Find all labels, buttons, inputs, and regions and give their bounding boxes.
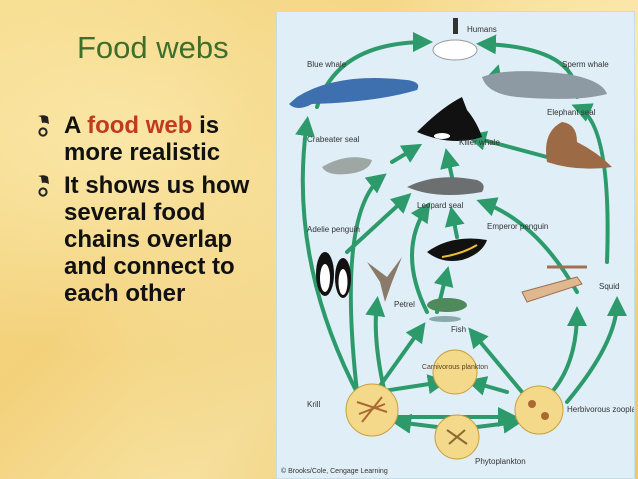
elephant-seal-icon	[546, 122, 612, 169]
label-squid: Squid	[599, 282, 619, 291]
label-leopard-seal: Leopard seal	[417, 201, 463, 210]
blue-whale-node: Blue whale	[289, 60, 419, 108]
arrow	[440, 148, 460, 179]
emperor-penguin-icon	[427, 238, 487, 261]
bullet-text-end: is more realistic	[64, 112, 221, 166]
credit-text: © Brooks/Cole, Cengage Learning	[281, 467, 388, 475]
leopard-seal-icon	[407, 177, 484, 196]
fish-node: Fish	[427, 298, 467, 334]
squid-icon	[521, 276, 583, 303]
label-emperor-penguin: Emperor penguin	[487, 222, 548, 231]
humans-node: Humans	[432, 18, 497, 61]
arrow	[466, 376, 509, 396]
arrow	[444, 206, 465, 239]
arrow	[295, 116, 364, 404]
label-carnivorous-plankton: Carnivorous plankton	[422, 364, 488, 371]
bullet-text: It shows us how several food chains over…	[64, 172, 250, 307]
petrel-icon	[367, 257, 402, 302]
emperor-penguin-node: Emperor penguin	[427, 222, 548, 261]
crabeater-seal-node: Crabeater seal	[307, 135, 372, 175]
arrow	[390, 143, 423, 164]
label-blue-whale: Blue whale	[307, 60, 347, 69]
arrow	[348, 173, 387, 394]
carnivorous-plankton-node: Carnivorous plankton	[422, 349, 488, 395]
arrow	[476, 197, 579, 294]
petrel-node: Petrel	[367, 257, 415, 309]
arrow	[466, 130, 549, 159]
arrow	[410, 202, 431, 314]
bullet-text-start: A	[64, 112, 88, 139]
carnivorous-plankton-icon	[432, 349, 478, 395]
food-web-highlight: food web	[87, 112, 193, 139]
boat-icon	[432, 39, 478, 61]
food-web-diagram: Humans Blue whale Sperm whale Elephant s…	[276, 11, 638, 479]
label-humans: Humans	[467, 25, 497, 34]
herbivorous-zooplankton-icon	[514, 385, 564, 435]
blue-whale-icon	[289, 78, 419, 108]
label-krill: Krill	[307, 400, 321, 409]
squid-node: Squid	[521, 265, 619, 303]
arrow	[345, 192, 412, 254]
label-elephant-seal: Elephant seal	[547, 108, 596, 117]
sperm-whale-node: Sperm whale	[482, 60, 609, 99]
elephant-seal-node: Elephant seal	[546, 108, 612, 169]
arrow	[468, 327, 524, 394]
arrow	[391, 413, 439, 434]
killer-whale-icon	[417, 97, 482, 141]
bullet-list: A food web is more realistic It shows us…	[36, 112, 266, 313]
slide-title: Food webs	[77, 30, 229, 65]
sperm-whale-icon	[482, 71, 607, 99]
label-adelie-penguin: Adelie penguin	[307, 225, 360, 234]
bullet-icon	[38, 175, 49, 197]
label-petrel: Petrel	[394, 300, 415, 309]
label-phytoplankton: Phytoplankton	[475, 457, 526, 466]
adelie-penguin-node: Adelie penguin	[307, 225, 360, 298]
arrow	[475, 413, 523, 434]
food-web-arrows	[295, 32, 627, 434]
bullet-item: A food web is more realistic	[36, 112, 266, 166]
fish-icon	[427, 298, 467, 312]
crabeater-seal-icon	[322, 157, 372, 175]
phytoplankton-node: Phytoplankton	[434, 414, 526, 466]
label-sperm-whale: Sperm whale	[562, 60, 609, 69]
label-herbivorous-zooplankton: Herbivorous zooplankton	[567, 405, 634, 414]
arrow	[571, 103, 610, 264]
leopard-seal-node: Leopard seal	[407, 177, 484, 210]
bullet-item: It shows us how several food chains over…	[36, 172, 266, 307]
bullet-text: A food web is more realistic	[64, 112, 266, 166]
human-icon	[453, 18, 458, 34]
label-killer-whale: Killer whale	[459, 138, 500, 147]
label-fish: Fish	[451, 325, 466, 334]
food-web-svg: Humans Blue whale Sperm whale Elephant s…	[281, 18, 638, 475]
krill-node: Krill	[307, 383, 399, 437]
arrow	[565, 296, 627, 404]
label-crabeater-seal: Crabeater seal	[307, 135, 360, 144]
bullet-icon	[38, 115, 49, 137]
killer-whale-node: Killer whale	[417, 97, 500, 147]
herbivorous-zooplankton-node: Herbivorous zooplankton	[514, 385, 638, 435]
